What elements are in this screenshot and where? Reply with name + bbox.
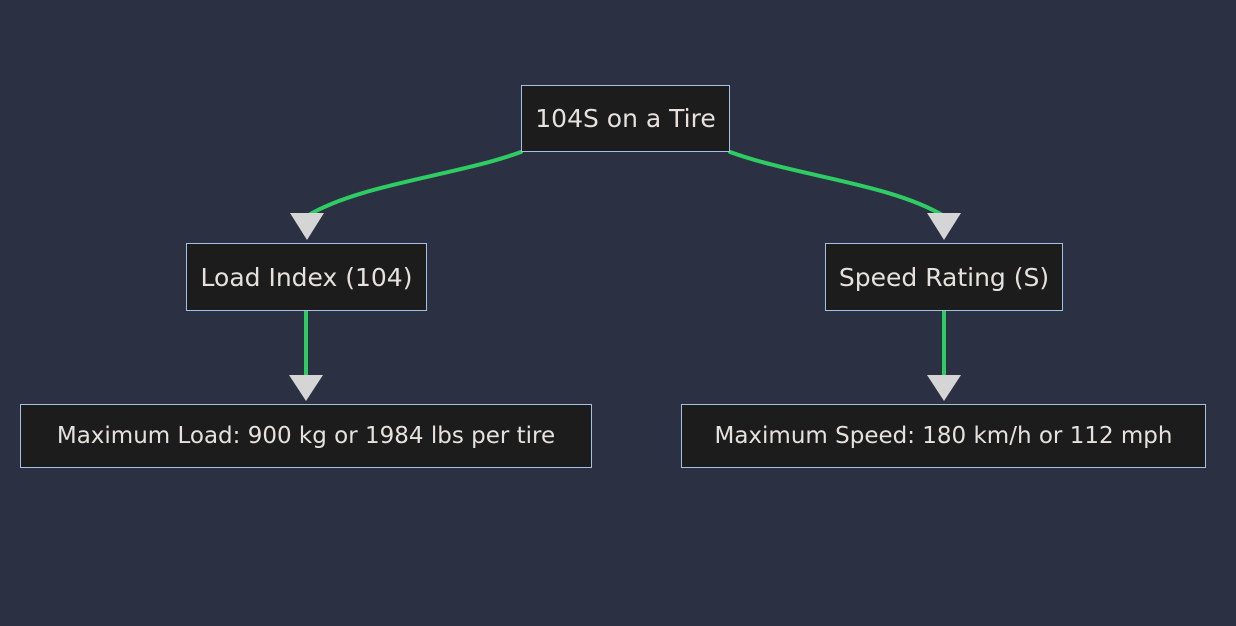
node-max-speed[interactable]: Maximum Speed: 180 km/h or 112 mph (681, 404, 1206, 468)
arrowhead-max-speed (927, 375, 961, 401)
edge-root-to-load-index (305, 150, 523, 218)
node-load-index-label: Load Index (104) (200, 262, 413, 292)
arrowhead-max-load (289, 375, 323, 401)
node-root-label: 104S on a Tire (535, 104, 716, 133)
node-speed-rating-label: Speed Rating (S) (838, 262, 1050, 292)
edge-root-to-speed-rating (728, 150, 946, 218)
node-speed-rating[interactable]: Speed Rating (S) (825, 243, 1063, 311)
arrowhead-load-index (290, 213, 324, 240)
node-max-load[interactable]: Maximum Load: 900 kg or 1984 lbs per tir… (20, 404, 592, 468)
node-load-index[interactable]: Load Index (104) (186, 243, 427, 311)
arrowhead-speed-rating (927, 213, 961, 240)
node-max-load-label: Maximum Load: 900 kg or 1984 lbs per tir… (56, 422, 556, 449)
node-max-speed-label: Maximum Speed: 180 km/h or 112 mph (714, 422, 1173, 449)
node-root[interactable]: 104S on a Tire (521, 85, 730, 152)
